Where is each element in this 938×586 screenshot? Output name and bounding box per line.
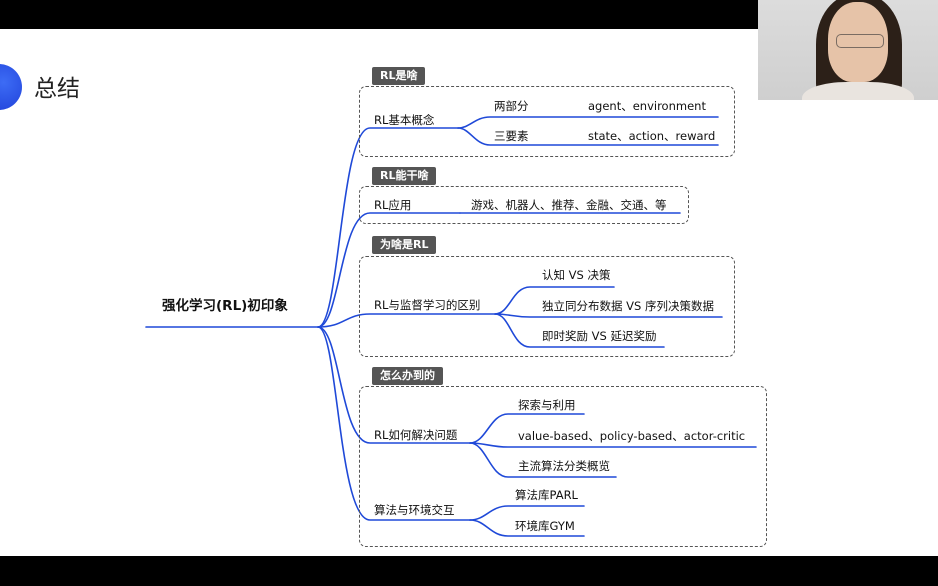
section-box-what: [359, 86, 735, 157]
glasses-icon: [836, 34, 884, 48]
branch-rl-app: [317, 212, 461, 328]
section-header-why: 为啥是RL: [372, 236, 437, 254]
solve-item-overview: 主流算法分类概览: [518, 459, 610, 473]
concept-detail-parts: agent、environment: [588, 99, 706, 113]
diff-item-data: 独立同分布数据 VS 序列决策数据: [542, 299, 714, 313]
section-header-apps: RL能干啥: [372, 167, 437, 185]
presenter-webcam: [758, 0, 938, 100]
concept-label-elements: 三要素: [494, 129, 529, 143]
section-box-apps: [359, 186, 689, 224]
branch-rl-interact: [317, 326, 471, 521]
slide-title: 总结: [34, 76, 80, 102]
section-header-how: 怎么办到的: [372, 367, 443, 385]
concept-label-parts: 两部分: [494, 99, 529, 113]
branch-rl-concept: [317, 127, 459, 328]
section-header-what: RL是啥: [372, 67, 426, 85]
topic-rl-application: RL应用: [374, 198, 412, 212]
presentation-slide: 总结: [0, 29, 938, 556]
application-detail: 游戏、机器人、推荐、金融、交通、等: [471, 198, 667, 212]
branch-rl-diff: [317, 313, 496, 328]
mindmap-root: 强化学习(RL)初印象: [162, 298, 288, 314]
diff-item-reward: 即时奖励 VS 延迟奖励: [542, 329, 657, 343]
topic-rl-solve: RL如何解决问题: [374, 428, 458, 442]
section-box-why: [359, 256, 735, 357]
presenter-face: [828, 2, 888, 82]
topic-rl-vs-supervised: RL与监督学习的区别: [374, 298, 481, 312]
section-box-how: [359, 386, 767, 547]
interact-item-gym: 环境库GYM: [515, 519, 575, 533]
concept-detail-elements: state、action、reward: [588, 129, 716, 143]
interact-item-parl: 算法库PARL: [515, 488, 578, 502]
topic-rl-concept: RL基本概念: [374, 113, 435, 127]
diff-item-cognition: 认知 VS 决策: [542, 268, 611, 282]
branch-rl-solve: [317, 326, 471, 444]
solve-item-methods: value-based、policy-based、actor-critic: [518, 429, 746, 443]
accent-circle: [0, 64, 22, 110]
topic-env-interaction: 算法与环境交互: [374, 503, 455, 517]
bottom-letterbox: [0, 556, 938, 586]
solve-item-explore: 探索与利用: [518, 398, 576, 412]
mindmap-connectors: [145, 116, 757, 537]
presenter-shirt: [802, 82, 914, 100]
